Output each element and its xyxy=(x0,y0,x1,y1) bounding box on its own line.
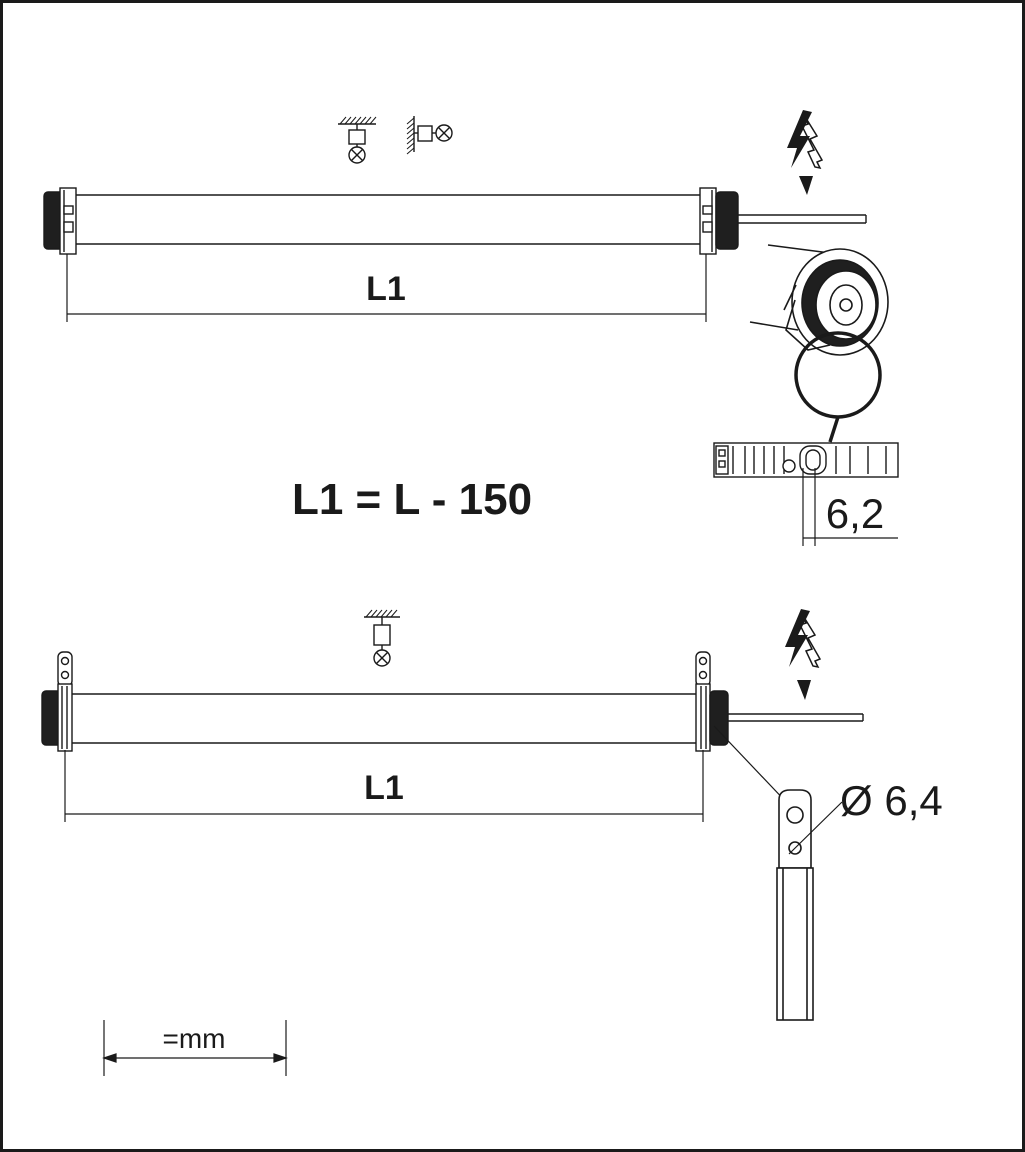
ceiling-mount-icon xyxy=(338,116,377,164)
end-cap-perspective xyxy=(749,244,889,356)
lightning-bolt-icon xyxy=(785,609,822,700)
hole-diameter-label: Ø 6,4 xyxy=(840,777,943,824)
unit-dimension xyxy=(102,1020,288,1076)
dimension-line-bottom xyxy=(64,750,704,822)
hole-diameter-leader xyxy=(788,801,843,855)
length-formula: L1 = L - 150 xyxy=(292,475,532,524)
length-label-top: L1 xyxy=(366,270,406,308)
detail-leader-line xyxy=(713,725,791,807)
wall-mount-icon xyxy=(406,116,453,155)
ceiling-mount-icon xyxy=(364,609,400,667)
motor-tube-bottom xyxy=(41,651,864,752)
slot-width-dimension xyxy=(802,468,898,546)
lightning-bolt-icon xyxy=(787,110,824,195)
slot-width-label: 6,2 xyxy=(826,490,884,537)
motor-tube-top xyxy=(43,187,867,255)
unit-label: =mm xyxy=(163,1023,226,1054)
magnifier-callout xyxy=(794,331,882,443)
bracket-tab-detail xyxy=(776,789,814,1021)
dimension-line-top xyxy=(66,254,707,322)
mounting-bracket-detail xyxy=(713,442,899,478)
length-label-bottom: L1 xyxy=(364,769,404,807)
